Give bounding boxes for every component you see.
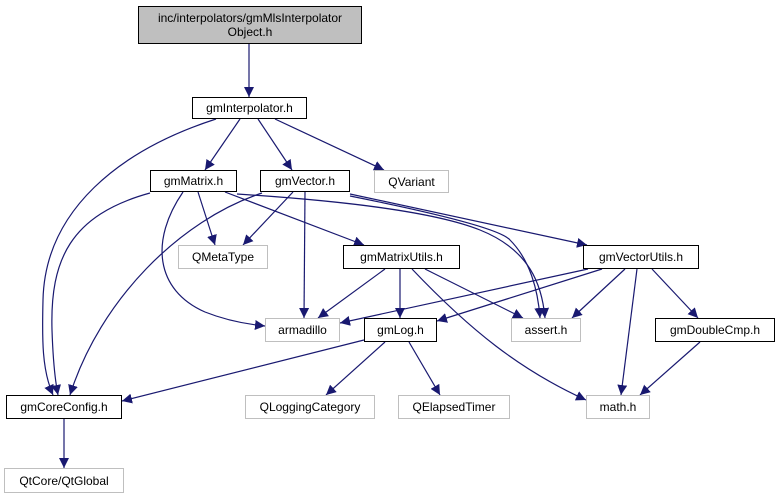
edge-gmInterpolator-to-QVariant — [274, 118, 385, 171]
edge-gmVectorUtils-to-math — [617, 268, 638, 396]
node-label: QLoggingCategory — [259, 400, 361, 414]
node-label: gmDoubleCmp.h — [669, 323, 761, 337]
node-label: QMetaType — [191, 250, 255, 264]
edge-gmVectorUtils-to-assert — [571, 268, 626, 319]
node-label: math.h — [599, 400, 637, 414]
edge-gmMatrix-to-gmCoreConfig — [51, 192, 151, 396]
node-gmMatrixUtils[interactable]: gmMatrixUtils.h — [343, 245, 460, 269]
node-gmMatrix[interactable]: gmMatrix.h — [150, 170, 237, 192]
edge-gmLog-to-QLoggingCategory — [325, 341, 386, 396]
edge-gmVector-to-gmVectorUtils — [349, 193, 588, 248]
node-label: armadillo — [278, 323, 327, 337]
edge-gmVector-to-QMetaType — [242, 191, 294, 246]
node-QElapsedTimer: QElapsedTimer — [398, 395, 510, 419]
node-label: inc/interpolators/gmMlsInterpolator Obje… — [157, 11, 343, 39]
edge-gmInterpolator-to-gmCoreConfig — [42, 118, 217, 396]
node-label: gmCoreConfig.h — [20, 400, 108, 414]
node-gmVectorUtils[interactable]: gmVectorUtils.h — [583, 245, 699, 269]
edge-gmVector-to-assert — [349, 195, 545, 319]
node-gmDoubleCmp[interactable]: gmDoubleCmp.h — [655, 318, 775, 342]
node-label: gmVectorUtils.h — [598, 250, 684, 264]
edge-gmInterpolator-to-gmMatrix — [204, 118, 241, 171]
edge-gmLog-to-gmCoreConfig — [121, 339, 365, 404]
edge-gmMatrix-to-armadillo — [161, 191, 266, 330]
node-label: gmLog.h — [377, 323, 424, 337]
node-QLoggingCategory: QLoggingCategory — [245, 395, 375, 419]
edge-gmLog-to-QElapsedTimer — [408, 341, 441, 396]
edge-gmVectorUtils-to-gmLog — [436, 268, 603, 323]
edge-gmVector-to-armadillo — [299, 191, 310, 319]
node-assert: assert.h — [511, 318, 581, 342]
node-label: QtCore/QtGlobal — [19, 473, 109, 488]
node-QMetaType: QMetaType — [178, 245, 268, 269]
edge-gmMatrixUtils-to-armadillo — [317, 268, 386, 319]
edge-gmDoubleCmp-to-math — [639, 341, 701, 396]
node-QtGlobal: QtCore/QtGlobal — [4, 468, 124, 493]
node-label: QElapsedTimer — [412, 400, 496, 414]
node-gmVector[interactable]: gmVector.h — [260, 170, 350, 192]
node-root[interactable]: inc/interpolators/gmMlsInterpolator Obje… — [138, 6, 362, 44]
edge-gmVector-to-gmCoreConfig — [68, 192, 263, 396]
node-math: math.h — [586, 395, 650, 419]
node-label: gmVector.h — [274, 174, 336, 188]
node-gmCoreConfig[interactable]: gmCoreConfig.h — [6, 395, 122, 419]
node-gmInterpolator[interactable]: gmInterpolator.h — [192, 97, 307, 119]
edge-gmMatrix-to-gmMatrixUtils — [224, 191, 365, 247]
node-label: assert.h — [524, 323, 568, 337]
node-gmLog[interactable]: gmLog.h — [364, 318, 437, 342]
edge-gmMatrixUtils-to-math — [411, 268, 587, 401]
node-label: gmInterpolator.h — [206, 101, 293, 115]
edge-gmInterpolator-to-gmVector — [257, 118, 293, 171]
edge-gmVectorUtils-to-gmDoubleCmp — [651, 268, 699, 319]
edge-gmVectorUtils-to-armadillo — [339, 268, 589, 326]
node-QVariant: QVariant — [374, 170, 449, 193]
edge-gmMatrix-to-assert — [236, 193, 550, 319]
node-label: gmMatrixUtils.h — [360, 250, 443, 264]
node-label: gmMatrix.h — [163, 174, 224, 188]
node-armadillo: armadillo — [265, 318, 340, 342]
node-label: QVariant — [388, 174, 435, 189]
